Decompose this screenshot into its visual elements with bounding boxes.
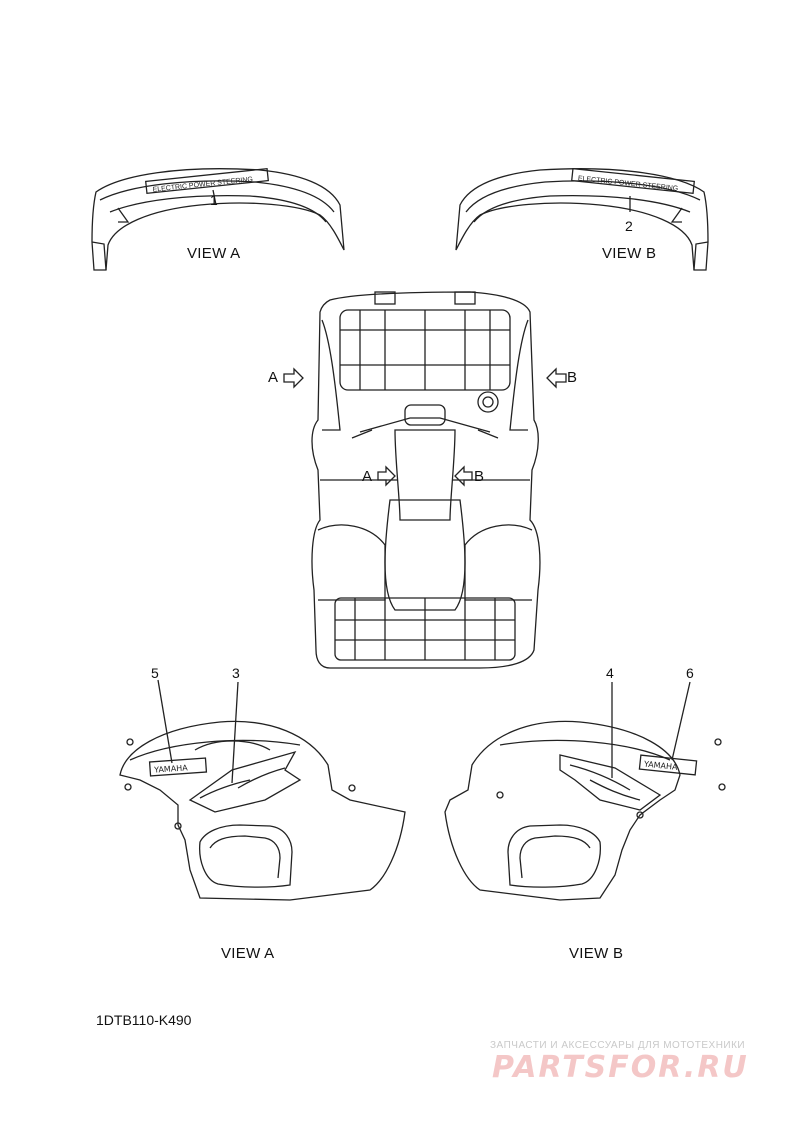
callout-leader-5 xyxy=(157,679,173,764)
arrow-b-outer-label: B xyxy=(567,369,578,386)
callout-6: 6 xyxy=(686,665,694,681)
callout-leader-3 xyxy=(231,681,239,784)
atv-top-view xyxy=(311,291,541,669)
callout-leader-6 xyxy=(671,681,691,761)
arrow-a-outer-label: A xyxy=(268,369,279,386)
yamaha-decal-left-text: YAMAHA xyxy=(153,763,189,774)
callout-2: 2 xyxy=(625,218,633,234)
callout-4: 4 xyxy=(606,665,614,681)
arrow-b-outer-icon xyxy=(546,367,567,389)
eps-decal-left xyxy=(144,167,270,195)
callout-1: 1 xyxy=(210,192,218,208)
diagram-code: 1DTB110-K490 xyxy=(96,1012,192,1028)
arrow-b-inner-icon xyxy=(454,465,473,487)
arrow-a-inner-icon xyxy=(377,465,396,487)
eps-decal-right xyxy=(570,167,696,195)
view-b-bottom-label: VIEW B xyxy=(569,945,624,962)
view-a-bottom-label: VIEW A xyxy=(221,945,275,962)
side-cover-right-illustration: YAMAHA xyxy=(444,681,726,901)
watermark-caption: ЗАПЧАСТИ И АКСЕССУАРЫ ДЛЯ МОТОТЕХНИКИ xyxy=(490,1040,746,1051)
view-b-top-label: VIEW B xyxy=(602,245,657,262)
arrow-b-inner-label: B xyxy=(474,468,485,485)
watermark-logo: PARTSFOR.RU xyxy=(492,1050,749,1085)
front-fender-right-illustration: ELECTRIC POWER STEERING xyxy=(455,167,709,271)
callout-leader-1 xyxy=(212,189,217,206)
callout-5: 5 xyxy=(151,665,159,681)
yamaha-decal-right-text: YAMAHA xyxy=(643,759,679,772)
arrow-a-outer-icon xyxy=(283,367,304,389)
callout-3: 3 xyxy=(232,665,240,681)
view-a-top-label: VIEW A xyxy=(187,245,241,262)
side-cover-left-illustration: YAMAHA xyxy=(119,679,406,901)
arrow-a-inner-label: A xyxy=(362,468,373,485)
